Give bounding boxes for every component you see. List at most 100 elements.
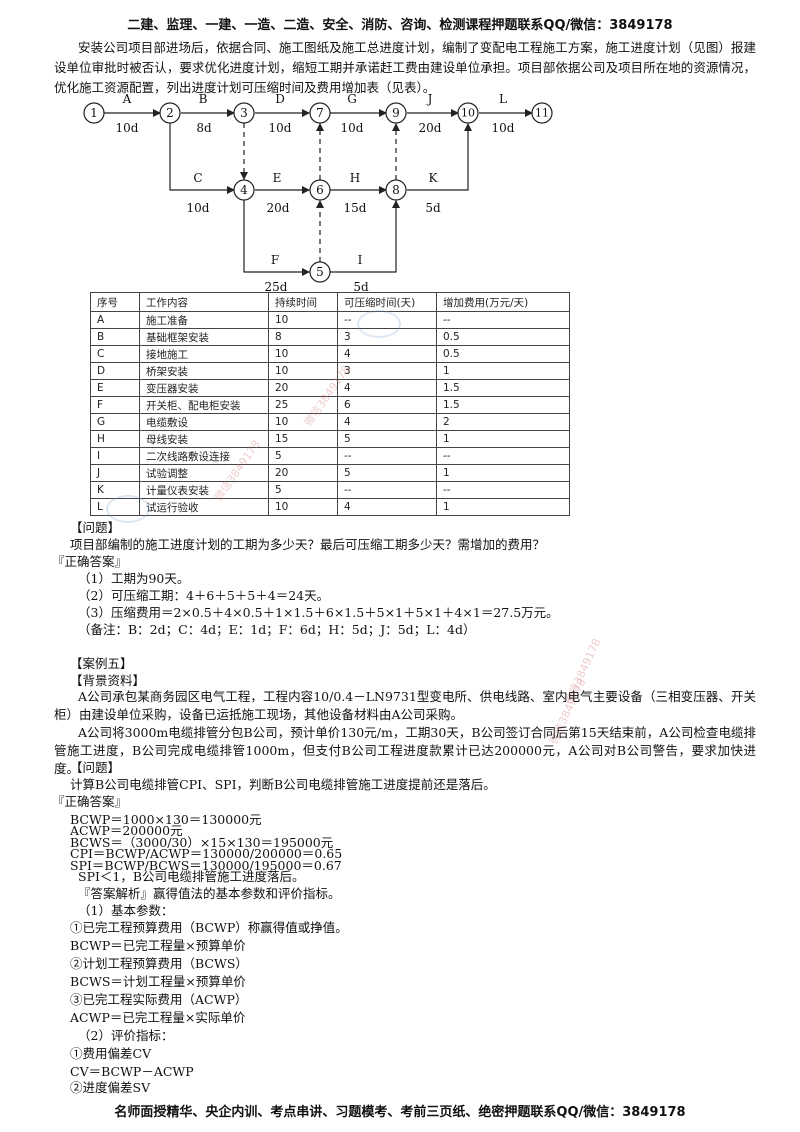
activity-duration-B: 8d xyxy=(196,121,212,135)
answer-line: （1）工期为90天。 xyxy=(78,571,190,586)
table-header-cell: 增加费用(万元/天) xyxy=(436,292,570,312)
activity-name-H: H xyxy=(350,171,360,185)
table-cell: A xyxy=(90,311,140,329)
node-3 xyxy=(233,102,255,124)
node-label-5: 5 xyxy=(316,265,324,279)
node-5 xyxy=(309,261,331,283)
network-diagram: 1 2 3 4 5 6 7 8 9 10 11 A B D G J L C E … xyxy=(83,92,553,292)
node-label-10: 10 xyxy=(461,107,475,120)
activity-name-K: K xyxy=(429,171,439,185)
table-cell: -- xyxy=(436,481,570,499)
table-cell: 施工准备 xyxy=(139,311,269,329)
activity-duration-K: 5d xyxy=(425,201,441,215)
activity-name-D: D xyxy=(275,92,285,106)
node-label-8: 8 xyxy=(392,183,400,197)
activity-name-L: L xyxy=(499,92,507,106)
table-cell: C xyxy=(90,345,140,363)
formula-line: BCWP＝1000×130＝130000元 xyxy=(70,812,262,827)
page-footer: 名师面授精华、央企内训、考点串讲、习题模考、考前三页纸、绝密押题联系QQ/微信：… xyxy=(114,1105,686,1120)
node-label-11: 11 xyxy=(535,107,549,120)
analysis-line: CV＝BCWP－ACWP xyxy=(70,1064,194,1079)
table-cell: 4 xyxy=(337,498,437,516)
table-cell: 基础框架安装 xyxy=(139,328,269,346)
node-label-1: 1 xyxy=(90,106,98,120)
activity-name-I: I xyxy=(358,253,363,267)
table-cell: -- xyxy=(337,481,437,499)
analysis-heading: 『答案解析』赢得值法的基本参数和评价指标。 xyxy=(78,886,341,901)
table-cell: 计量仪表安装 xyxy=(139,481,269,499)
table-header-cell: 持续时间 xyxy=(268,292,338,312)
arrow-F xyxy=(243,200,310,276)
section-heading: 【问题】 xyxy=(70,520,121,535)
analysis-line: ①已完工程预算费用（BCWP）称赢得值或挣值。 xyxy=(70,920,348,935)
table-cell: 0.5 xyxy=(436,328,570,346)
answer-line: （3）压缩费用＝2×0.5＋4×0.5＋1×1.5＋6×1.5＋5×1＋5×1＋… xyxy=(78,605,559,620)
node-8 xyxy=(385,179,407,201)
table-cell: 试验调整 xyxy=(139,464,269,482)
intro-paragraph: 安装公司项目部进场后，依据合同、施工图纸及施工总进度计划，编制了变配电工程施工方… xyxy=(54,40,756,95)
activity-duration-F: 25d xyxy=(265,280,288,292)
watermark-logo xyxy=(357,310,401,338)
table-header-row: 序号 工作内容 持续时间 可压缩时间(天) 增加费用(万元/天) xyxy=(90,292,570,312)
table-cell: 15 xyxy=(268,430,338,448)
table-cell: 10 xyxy=(268,498,338,516)
formula-line: SPI＝BCWP/BCWS＝130000/195000＝0.67 xyxy=(70,857,342,873)
analysis-line: BCWS＝计划工程量×预算单价 xyxy=(70,974,246,989)
activity-name-E: E xyxy=(273,171,282,185)
arrow-C xyxy=(169,123,235,194)
table-cell: 5 xyxy=(268,481,338,499)
table-cell: -- xyxy=(436,311,570,329)
watermark-logo xyxy=(106,495,150,523)
formula-line: ACWP＝200000元 xyxy=(70,823,183,839)
answer-heading: 『正确答案』 xyxy=(52,794,128,809)
node-1 xyxy=(83,102,105,124)
formula-line: BCWS＝（3000/30）×15×130＝195000元 xyxy=(70,834,334,850)
node-label-9: 9 xyxy=(392,106,400,120)
table-cell: 试运行验收 xyxy=(139,498,269,516)
table-cell: 0.5 xyxy=(436,345,570,363)
activity-name-F: F xyxy=(271,253,279,267)
case5-paragraph-2: A公司将3000m电缆排管分包B公司，预计单价130元/m，工期30天，B公司签… xyxy=(54,725,756,776)
table-header-cell: 工作内容 xyxy=(139,292,269,312)
analysis-line: （2）评价指标： xyxy=(78,1028,174,1043)
activity-name-A: A xyxy=(122,92,132,106)
table-cell: -- xyxy=(436,447,570,465)
node-9 xyxy=(385,102,407,124)
answer-line: （2）可压缩工期：4＋6＋5＋5＋4＝24天。 xyxy=(78,588,330,603)
analysis-line: ACWP＝已完工程量×实际单价 xyxy=(70,1010,246,1025)
activity-duration-H: 15d xyxy=(344,201,367,215)
page-header: 二建、监理、一建、一造、二造、安全、消防、咨询、检测课程押题联系QQ/微信：38… xyxy=(127,18,673,33)
conclusion-line: SPI＜1，B公司电缆排管施工进度落后。 xyxy=(78,869,305,884)
table-cell: 5 xyxy=(337,430,437,448)
table-cell: 1.5 xyxy=(436,379,570,397)
table-cell: 1 xyxy=(436,464,570,482)
answer-note: （备注：B：2d；C：4d；E：1d；F：6d；H：5d；J：5d；L：4d） xyxy=(78,622,476,637)
table-cell: 10 xyxy=(268,345,338,363)
table-cell: 1 xyxy=(436,498,570,516)
table-cell: F xyxy=(90,396,140,414)
analysis-line: ②进度偏差SV xyxy=(70,1080,151,1095)
node-2 xyxy=(159,102,181,124)
activity-duration-L: 10d xyxy=(492,121,515,135)
node-11 xyxy=(531,102,553,124)
arrow-I xyxy=(330,200,400,273)
formula-line: CPI＝BCWP/ACWP＝130000/200000＝0.65 xyxy=(70,846,343,862)
analysis-line: （1）基本参数： xyxy=(78,903,174,918)
activity-name-B: B xyxy=(199,92,208,106)
table-cell: D xyxy=(90,362,140,380)
table-cell: G xyxy=(90,413,140,431)
table-cell: 变压器安装 xyxy=(139,379,269,397)
analysis-line: ①费用偏差CV xyxy=(70,1046,152,1061)
table-cell: 1.5 xyxy=(436,396,570,414)
activity-duration-D: 10d xyxy=(269,121,292,135)
table-cell: -- xyxy=(337,447,437,465)
table-cell: H xyxy=(90,430,140,448)
activity-name-G: G xyxy=(347,92,357,106)
activity-duration-E: 20d xyxy=(267,201,290,215)
